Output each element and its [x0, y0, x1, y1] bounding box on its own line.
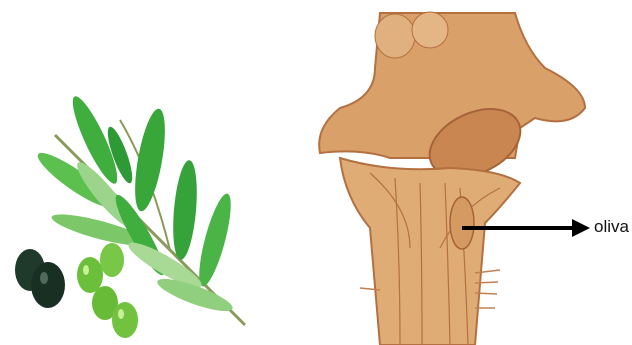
- pointer-arrow: [462, 216, 592, 240]
- olive-branch-illustration: [0, 60, 260, 345]
- green-olives: [77, 243, 138, 338]
- oliva-label: oliva: [594, 217, 629, 237]
- black-olives: [15, 249, 65, 308]
- brainstem-illustration: [300, 8, 600, 345]
